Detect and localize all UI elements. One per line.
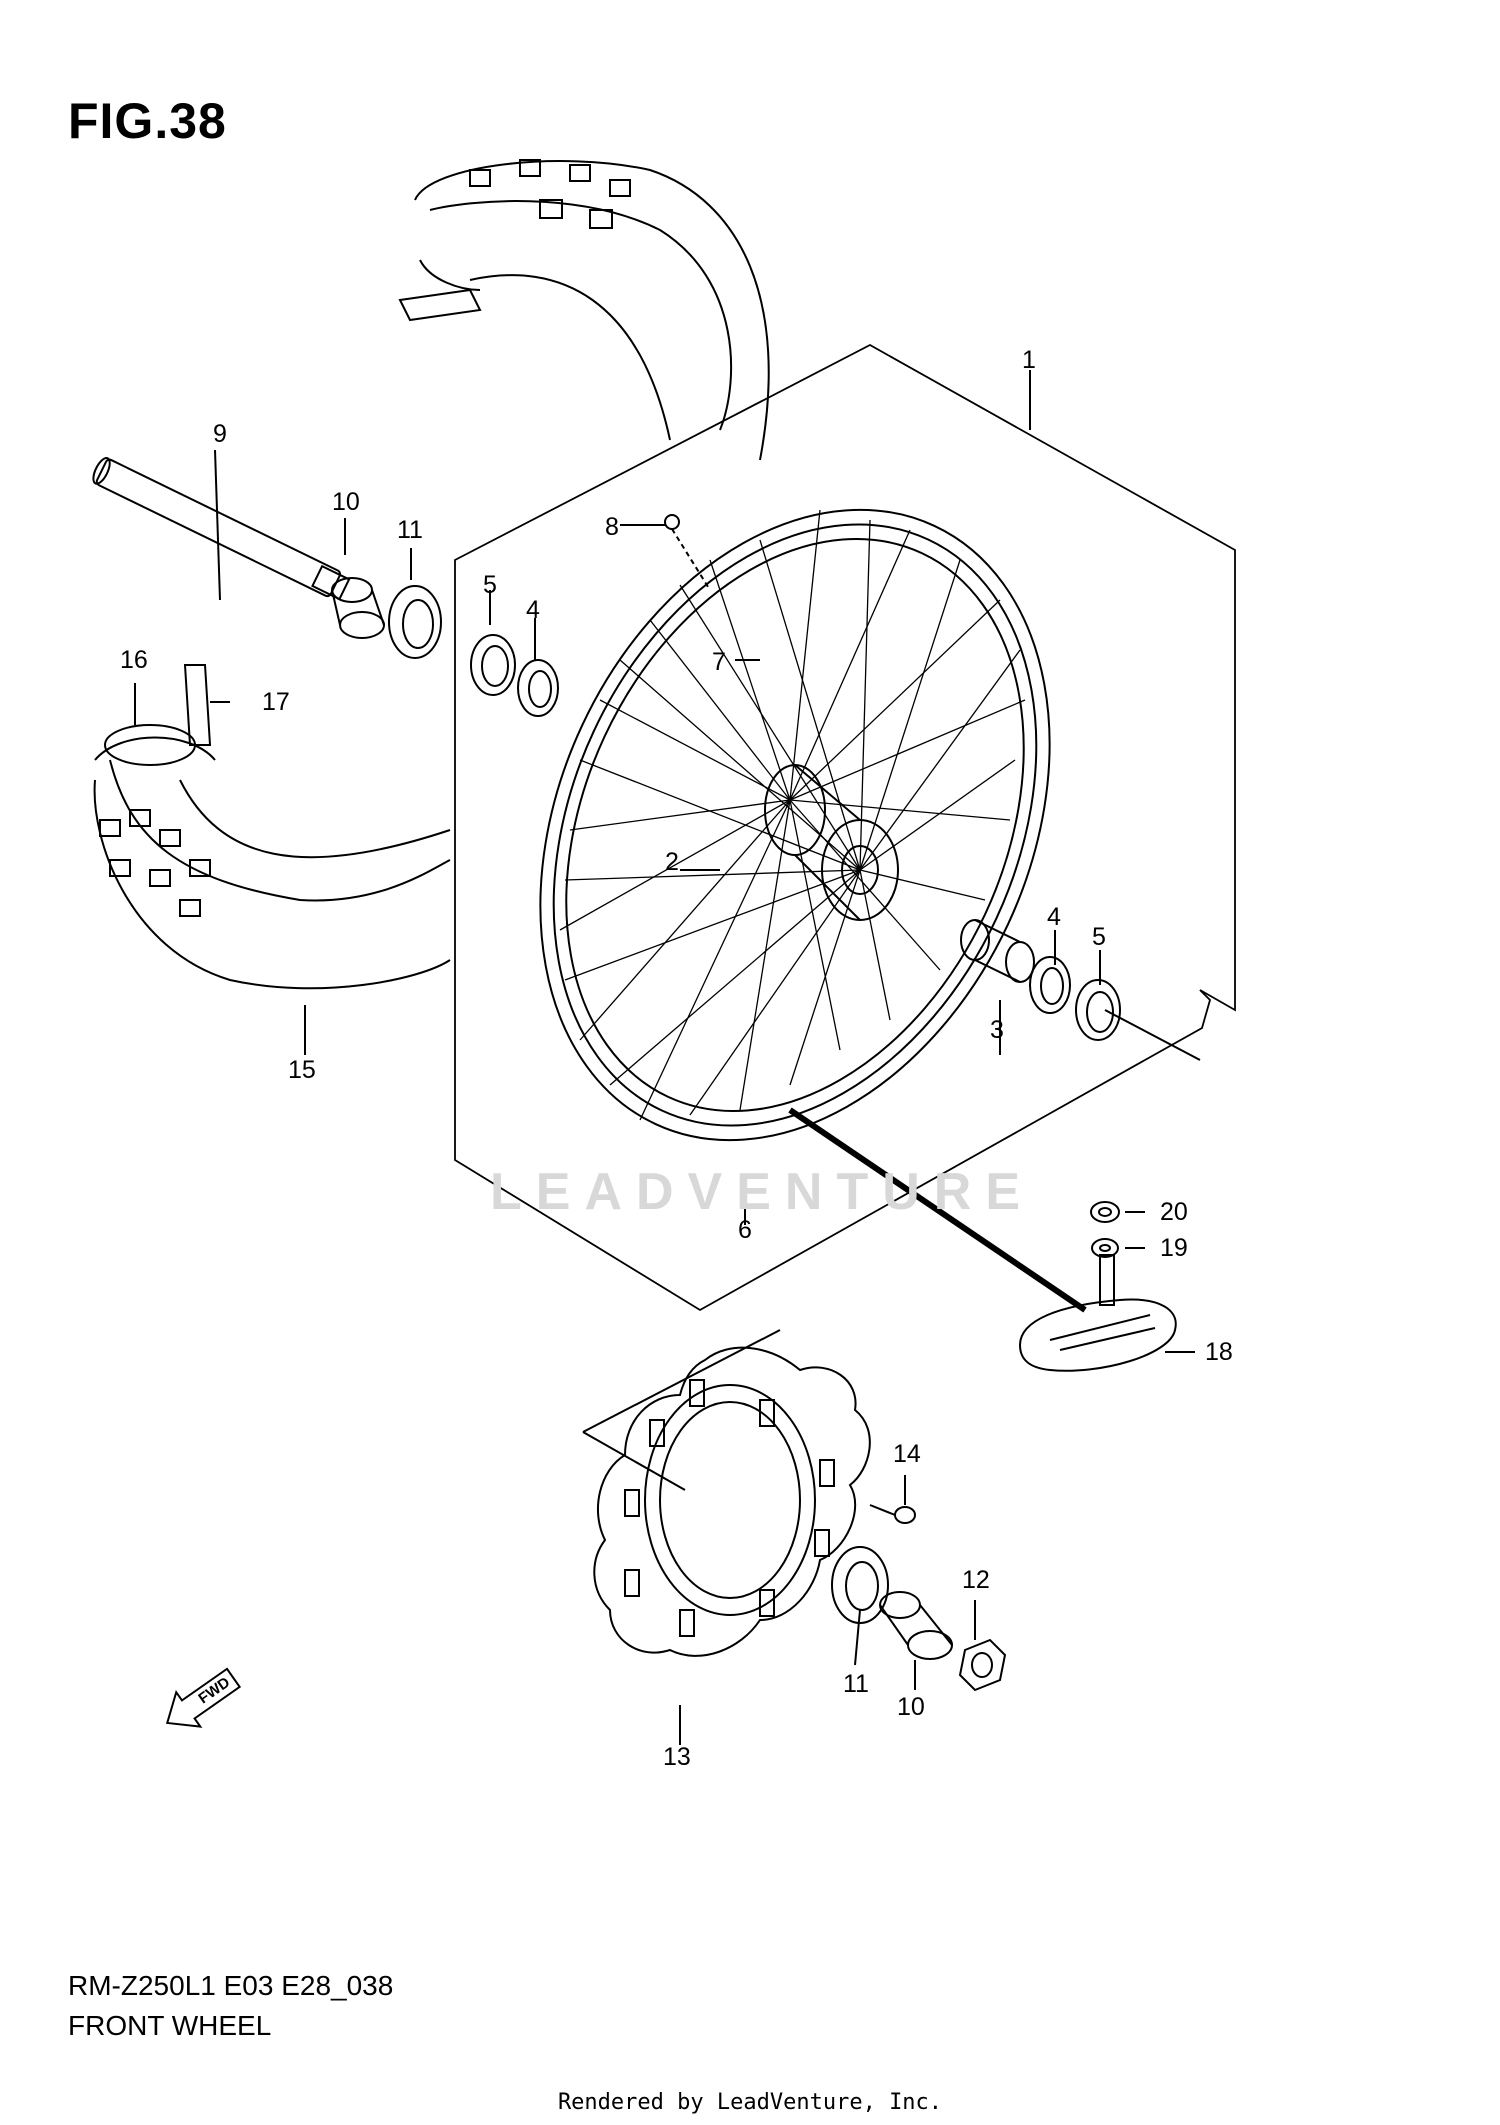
brake-disc-part: [593, 1346, 871, 1657]
oil-seal-right: [1075, 979, 1121, 1041]
collar-part-upper: [331, 577, 385, 639]
dust-seal-upper: [388, 585, 442, 659]
callout-9: 9: [213, 420, 227, 448]
figure-title: FIG.38: [68, 93, 227, 149]
watermark-text: LEADVENTURE: [490, 1163, 1035, 1221]
callout-4-right: 4: [1047, 903, 1061, 931]
fwd-arrow-icon: [165, 1667, 242, 1728]
rim-band-part: [183, 664, 212, 746]
rim-lock-part: [1018, 1254, 1177, 1372]
callout-5-right: 5: [1092, 923, 1106, 951]
dust-seal-lower: [831, 1546, 889, 1624]
callout-10-upper: 10: [332, 488, 360, 516]
callout-8: 8: [605, 513, 619, 541]
model-code: RM-Z250L1 E03 E28_038: [68, 1970, 394, 2001]
oil-seal-left: [470, 634, 516, 696]
wheel-assembly-outline: [454, 343, 1236, 1312]
render-credit: Rendered by LeadVenture, Inc.: [557, 2090, 943, 2115]
callout-18: 18: [1205, 1338, 1233, 1366]
callout-3: 3: [990, 1016, 1004, 1044]
callout-5-left: 5: [483, 571, 497, 599]
bearing-right: [1029, 956, 1071, 1014]
callout-2: 2: [665, 848, 679, 876]
tire-upper: [398, 159, 770, 461]
callout-15: 15: [288, 1056, 316, 1084]
callout-11-upper: 11: [397, 516, 423, 544]
wheel-spokes: [559, 509, 1026, 1121]
section-name: FRONT WHEEL: [68, 2010, 272, 2041]
tire-lower: [93, 736, 451, 990]
callout-19: 19: [1160, 1234, 1188, 1262]
callout-6: 6: [738, 1216, 752, 1244]
callout-10-lower: 10: [897, 1693, 925, 1721]
collar-part-lower: [879, 1591, 953, 1660]
axle-part: [92, 457, 351, 601]
axle-nut-part: [958, 1638, 1007, 1692]
bearing-left: [517, 659, 559, 717]
tube-part: [104, 724, 196, 766]
valve-nut-part: [1090, 1201, 1120, 1223]
callout-12: 12: [962, 1566, 990, 1594]
callout-16: 16: [120, 646, 148, 674]
callout-17: 17: [262, 688, 290, 716]
callout-14: 14: [893, 1440, 921, 1468]
callout-11-lower: 11: [843, 1670, 869, 1698]
screw-part: [664, 514, 711, 591]
callout-13: 13: [663, 1743, 691, 1771]
callout-20: 20: [1160, 1198, 1188, 1226]
callout-7: 7: [712, 648, 726, 676]
valve-washer-part: [1091, 1238, 1119, 1258]
wheel-rim: [539, 508, 1051, 1142]
callout-4-left: 4: [526, 596, 540, 624]
callout-1: 1: [1022, 346, 1036, 374]
wheel-hub: [764, 764, 899, 921]
spacer-part: [960, 919, 1035, 983]
disc-bolt-part: [869, 1504, 916, 1524]
